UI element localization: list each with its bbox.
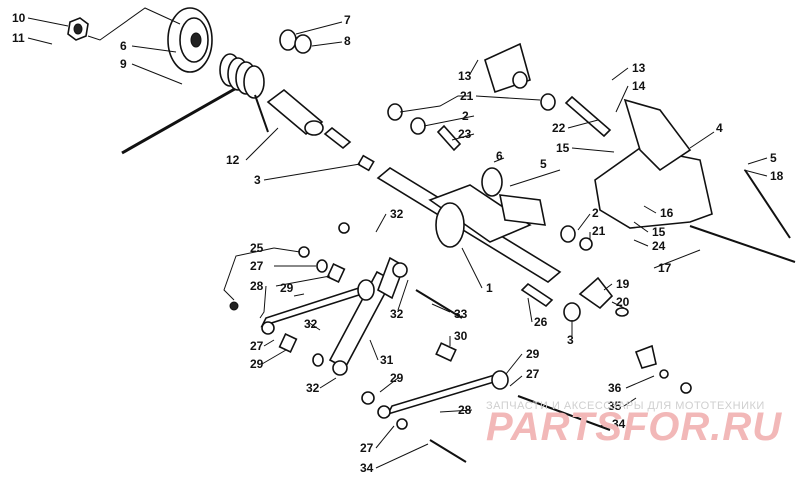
callout-14: 14 — [632, 79, 646, 93]
callout-12: 12 — [226, 153, 240, 167]
callout-27: 27 — [526, 367, 540, 381]
callout-34: 34 — [360, 461, 374, 475]
watermark: ЗАПЧАСТИ И АКСЕССУАРЫ ДЛЯ МОТОТЕХНИКИ PA… — [486, 400, 782, 449]
callout-15: 15 — [556, 141, 570, 155]
callout-21: 21 — [592, 224, 606, 238]
callout-3: 3 — [254, 173, 261, 187]
callout-5: 5 — [540, 157, 547, 171]
callout-28: 28 — [250, 279, 264, 293]
callout-21: 21 — [460, 89, 474, 103]
callout-23: 23 — [458, 127, 472, 141]
callout-17: 17 — [658, 261, 672, 275]
callout-8: 8 — [344, 34, 351, 48]
callout-27: 27 — [250, 339, 264, 353]
callout-31: 31 — [380, 353, 394, 367]
callout-6: 6 — [496, 149, 503, 163]
callout-labels: 10 11 6 9 7 8 12 3 13 21 2 23 13 14 22 1… — [12, 11, 784, 475]
callout-9: 9 — [120, 57, 127, 71]
callout-25: 25 — [250, 241, 264, 255]
callout-15: 15 — [652, 225, 666, 239]
callout-29: 29 — [390, 371, 404, 385]
callout-34: 34 — [612, 417, 626, 431]
callout-29: 29 — [526, 347, 540, 361]
callout-11: 11 — [12, 31, 25, 45]
callout-27: 27 — [250, 259, 264, 273]
callout-30: 30 — [454, 329, 468, 343]
callout-32: 32 — [306, 381, 320, 395]
watermark-tagline: ЗАПЧАСТИ И АКСЕССУАРЫ ДЛЯ МОТОТЕХНИКИ — [486, 400, 765, 412]
callout-2: 2 — [462, 109, 469, 123]
callout-18: 18 — [770, 169, 784, 183]
callout-20: 20 — [616, 295, 630, 309]
callout-5: 5 — [770, 151, 777, 165]
callout-35: 35 — [608, 399, 622, 413]
parts-drawing — [67, 7, 796, 463]
callout-32: 32 — [304, 317, 318, 331]
callout-33: 33 — [454, 307, 468, 321]
callout-16: 16 — [660, 206, 674, 220]
callout-13: 13 — [458, 69, 472, 83]
callout-10: 10 — [12, 11, 26, 25]
callout-7: 7 — [344, 13, 351, 27]
callout-27: 27 — [360, 441, 374, 455]
callout-36: 36 — [608, 381, 622, 395]
leader-lines — [27, 7, 768, 469]
callout-1: 1 — [486, 281, 493, 295]
callout-19: 19 — [616, 277, 630, 291]
callout-26: 26 — [534, 315, 548, 329]
callout-6: 6 — [120, 39, 127, 53]
callout-29: 29 — [280, 281, 294, 295]
callout-13: 13 — [632, 61, 646, 75]
callout-2: 2 — [592, 206, 599, 220]
callout-28: 28 — [458, 403, 472, 417]
callout-32: 32 — [390, 207, 404, 221]
callout-29: 29 — [250, 357, 264, 371]
callout-3: 3 — [567, 333, 574, 347]
callout-22: 22 — [552, 121, 566, 135]
callout-32: 32 — [390, 307, 404, 321]
callout-4: 4 — [716, 121, 723, 135]
callout-24: 24 — [652, 239, 666, 253]
watermark-brand: PARTSFOR.RU — [486, 405, 782, 449]
